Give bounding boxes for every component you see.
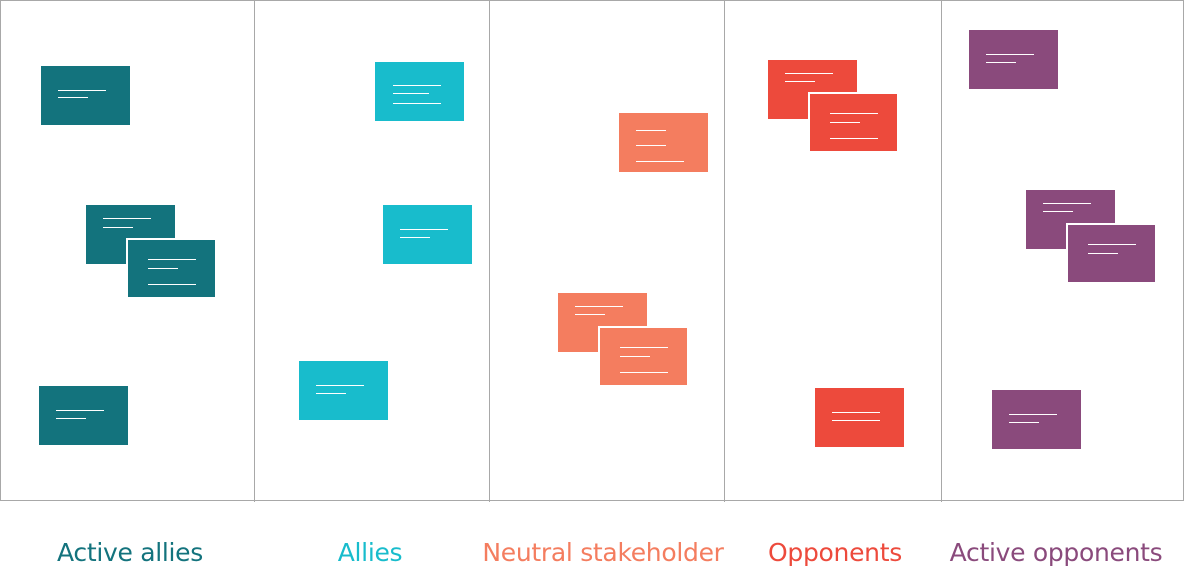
column-label-allies: Allies	[337, 538, 403, 567]
sticky-note[interactable]	[1066, 223, 1155, 282]
sticky-note[interactable]	[299, 361, 388, 420]
sticky-note[interactable]	[41, 66, 130, 125]
sticky-note[interactable]	[619, 113, 708, 172]
sticky-note[interactable]	[375, 62, 464, 121]
column-divider	[254, 1, 255, 502]
sticky-note[interactable]	[126, 238, 215, 297]
stakeholder-board	[0, 0, 1184, 502]
column-divider	[724, 1, 725, 502]
column-divider	[489, 1, 490, 502]
sticky-note[interactable]	[992, 390, 1081, 449]
column-label-opponents: Opponents	[768, 538, 902, 567]
column-label-active-opponents: Active opponents	[949, 538, 1163, 567]
sticky-note[interactable]	[815, 388, 904, 447]
sticky-note[interactable]	[383, 205, 472, 264]
column-label-neutral-stakeholder: Neutral stakeholder	[482, 538, 724, 567]
column-label-active-allies: Active allies	[57, 538, 203, 567]
sticky-note[interactable]	[598, 326, 687, 385]
sticky-note[interactable]	[969, 30, 1058, 89]
column-divider	[941, 1, 942, 502]
sticky-note[interactable]	[808, 92, 897, 151]
sticky-note[interactable]	[39, 386, 128, 445]
